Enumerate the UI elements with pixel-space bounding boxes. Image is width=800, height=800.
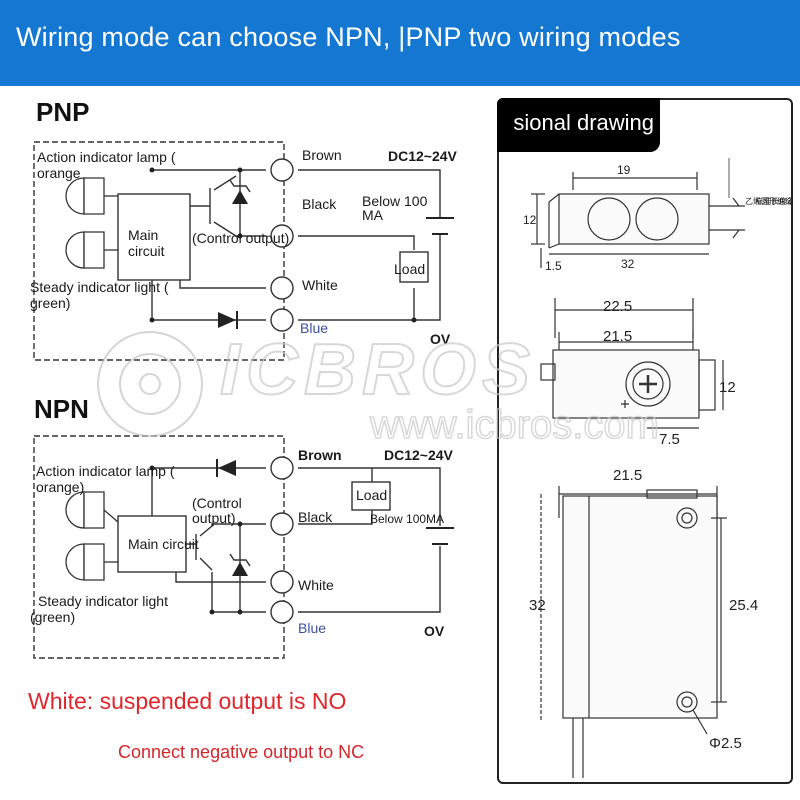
npn-action-lamp-icon	[65, 491, 85, 529]
side-view-hole-bottom	[676, 691, 698, 713]
page-title: Wiring mode can choose NPN, |PNP two wir…	[16, 22, 681, 52]
pnp-black-label: Black	[302, 196, 337, 212]
top-dim-32: 32	[621, 257, 635, 271]
pnp-title: PNP	[36, 97, 90, 127]
pnp-terminal-blue	[270, 308, 294, 332]
npn-brown-label: Brown	[298, 447, 342, 463]
pnp-main-label: Main	[128, 227, 158, 243]
cable-note: 乙烯圆形绝缘导线	[745, 196, 791, 206]
front-dim-7-5: 7.5	[659, 431, 680, 448]
top-view-lens-left	[587, 197, 631, 241]
pnp-white-wire	[179, 280, 266, 289]
npn-title: NPN	[34, 394, 89, 424]
pnp-wiring-diagram: Action indicator lamp ( orange Main circ…	[30, 141, 458, 361]
pnp-main-circuit-box	[117, 193, 191, 281]
front-dim-12: 12	[719, 379, 736, 396]
pnp-action-lamp-label-2: orange	[37, 165, 81, 181]
pnp-terminal-black	[270, 224, 294, 248]
npn-current-label: Below 100MA	[370, 512, 444, 526]
side-dim-21-5: 21.5	[613, 467, 642, 484]
header-banner: Wiring mode can choose NPN, |PNP two wir…	[0, 0, 800, 86]
pnp-supply-wire	[298, 169, 441, 218]
npn-steady-lamp-label-2: (green)	[30, 609, 75, 625]
pnp-action-lamp-icon	[65, 177, 85, 215]
npn-action-lamp-label-2: orange)	[36, 479, 84, 495]
npn-action-lamp-label: Action indicator lamp (	[36, 463, 175, 479]
dimension-panel-header: sional drawing	[497, 98, 660, 152]
npn-lamp-icons	[65, 491, 119, 581]
pnp-load-box	[399, 251, 429, 283]
side-view-drawing	[540, 486, 727, 778]
npn-ground-wire	[298, 546, 441, 613]
top-dim-1-5: 1.5	[545, 259, 562, 273]
front-dim-21-5: 21.5	[603, 328, 632, 345]
pnp-internal-blue	[151, 280, 266, 321]
pnp-steady-lamp-icon	[65, 231, 85, 269]
top-dim-12: 12	[523, 213, 537, 227]
pnp-terminal-white	[270, 276, 294, 300]
npn-supply-wire	[298, 467, 441, 526]
pnp-control-output-label: (Control output)	[192, 230, 289, 246]
npn-wiring-diagram: Action indicator lamp ( orange) Main cir…	[30, 435, 454, 659]
npn-load-wire	[298, 506, 373, 525]
cable-note-2: 标准长度2M，Φ4	[755, 196, 791, 206]
npn-steady-lamp-icon	[65, 543, 85, 581]
npn-white-label: White	[298, 577, 334, 593]
pnp-load-label: Load	[394, 261, 425, 277]
pnp-terminal-brown	[270, 158, 294, 182]
npn-load-label: Load	[356, 487, 387, 503]
pnp-steady-lamp-label-2: green)	[30, 295, 70, 311]
pnp-lamp-icons	[65, 177, 118, 269]
npn-terminal-blue	[270, 600, 294, 624]
npn-control-label: (Control	[192, 495, 242, 511]
pnp-current-label: Below 100	[362, 193, 428, 209]
adjust-screw-icon	[639, 375, 657, 393]
npn-white-wire	[175, 572, 266, 583]
npn-load-box	[351, 481, 391, 511]
top-view-drawing	[531, 158, 745, 268]
side-dim-25-4: 25.4	[729, 597, 758, 614]
npn-blue-label: Blue	[298, 620, 326, 636]
pnp-action-lamp-label: Action indicator lamp (	[37, 149, 176, 165]
pnp-steady-lamp-label: Steady indicator light (	[30, 279, 169, 295]
npn-zener-diode	[232, 562, 248, 576]
nc-output-note: Connect negative output to NC	[118, 742, 365, 762]
dimension-heading: sional drawing	[513, 110, 654, 135]
side-dim-32: 32	[529, 597, 546, 614]
front-view-drawing	[540, 298, 724, 429]
white-output-note: White: suspended output is NO	[28, 688, 347, 714]
pnp-brown-label: Brown	[302, 147, 342, 163]
npn-ground-label: OV	[424, 623, 445, 639]
npn-supply-label: DC12~24V	[384, 447, 454, 463]
npn-black-label: Black	[298, 509, 333, 525]
side-view-hole-top	[676, 507, 698, 529]
dimension-drawings: 19 12 1.5 32 乙烯圆形绝缘导线 标准长度2M，Φ4 22.5 21.…	[523, 158, 791, 778]
pnp-white-label: White	[302, 277, 338, 293]
front-dim-22-5: 22.5	[603, 298, 632, 315]
pnp-current-label-2: MA	[362, 207, 384, 223]
npn-control-label-2: output)	[192, 510, 236, 526]
pnp-blue-label: Blue	[300, 320, 328, 336]
side-view-body	[562, 495, 718, 719]
pnp-supply-label: DC12~24V	[388, 148, 458, 164]
top-dim-19: 19	[617, 163, 631, 177]
pnp-black-wire	[213, 221, 266, 237]
pnp-blue-diode	[218, 312, 236, 328]
pnp-ground-label: OV	[430, 331, 451, 347]
npn-terminal-black	[270, 512, 294, 536]
pnp-main-label-2: circuit	[128, 243, 165, 259]
side-dim-hole: Φ2.5	[709, 735, 742, 752]
npn-steady-lamp-label: Steady indicator light	[38, 593, 168, 609]
npn-main-circuit-label: Main circuit	[128, 536, 199, 552]
pnp-zener-diode	[232, 190, 248, 204]
npn-sensor-boundary	[33, 435, 285, 659]
top-view-lens-right	[635, 197, 679, 241]
npn-brown-diode	[218, 460, 236, 476]
npn-terminal-brown	[270, 456, 294, 480]
npn-terminal-white	[270, 570, 294, 594]
npn-internal-blue	[211, 572, 266, 613]
front-view-knob	[625, 361, 671, 407]
pnp-ground-wire	[298, 234, 441, 321]
